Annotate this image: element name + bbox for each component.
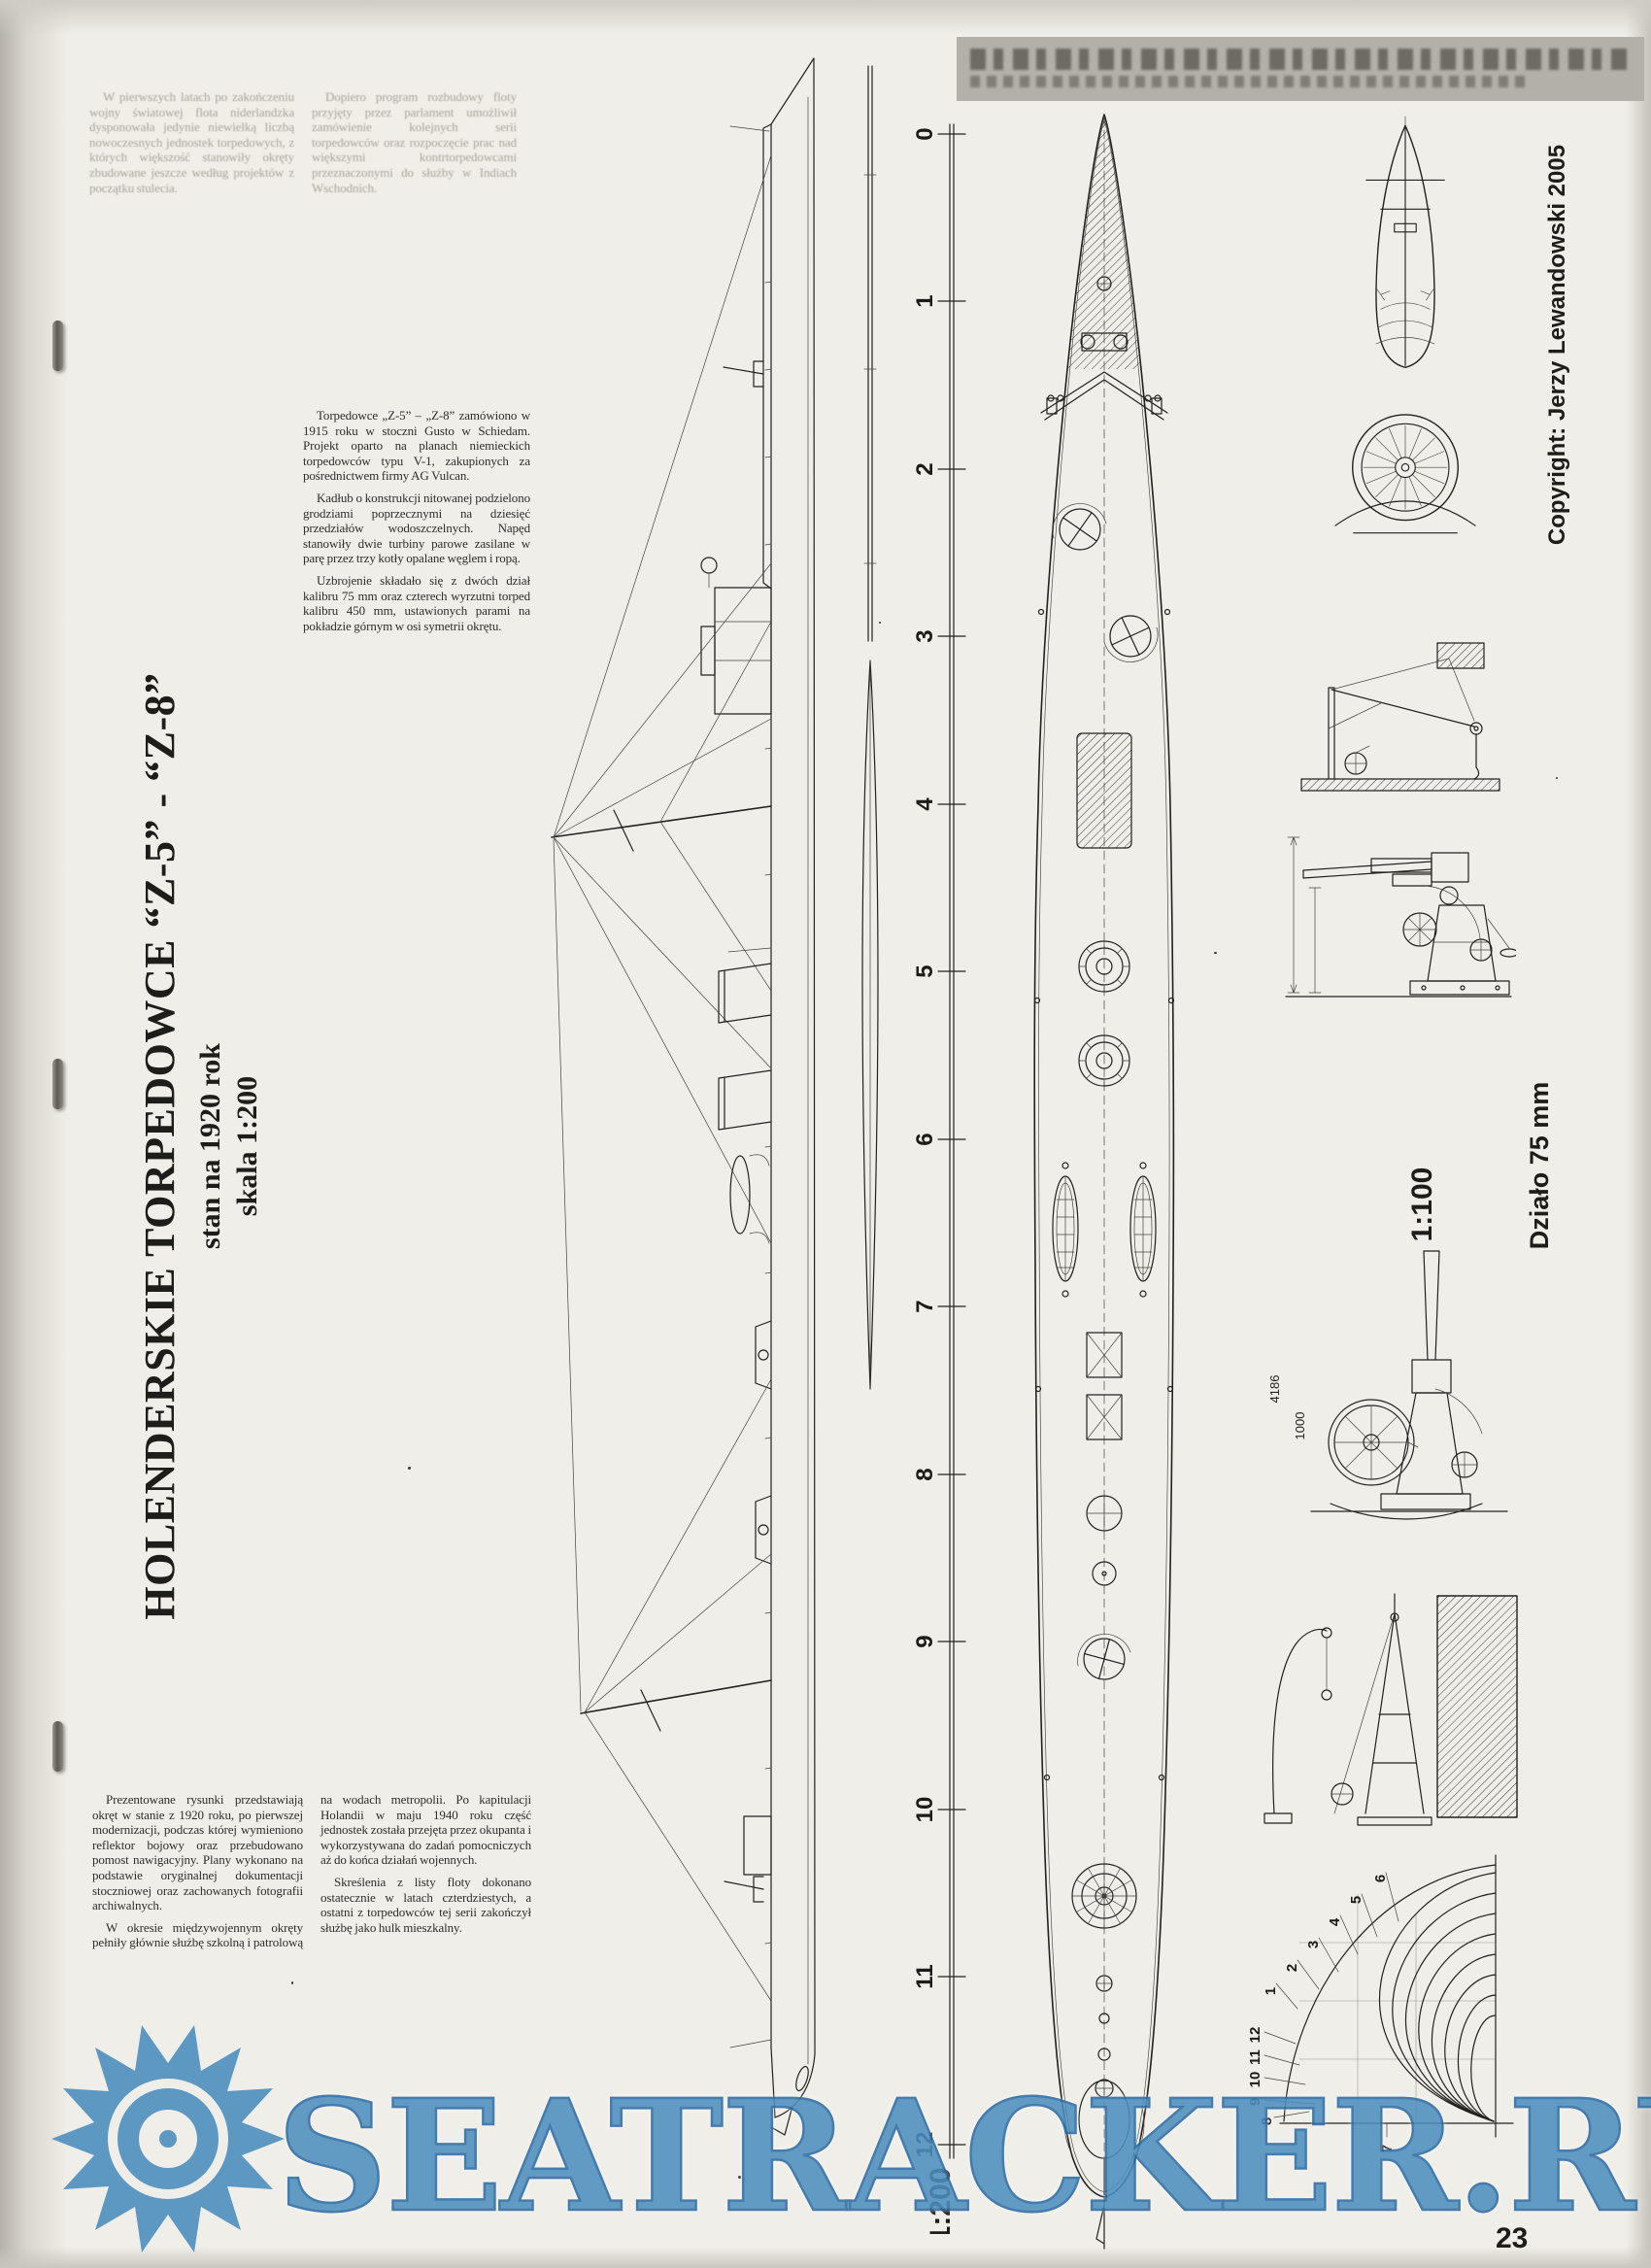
- watermark-text: SEATRACKER.RU: [276, 2067, 1651, 2247]
- station-number: 3: [912, 629, 938, 642]
- plan-scale-label: 1:200: [925, 2168, 957, 2234]
- gun-scale-label: 1:100: [1406, 1167, 1438, 1242]
- dimension-label: 1000: [1292, 1411, 1307, 1440]
- article-column-bottom: Prezentowane rysunki przedstawiają okręt…: [92, 1792, 531, 1950]
- bow-front-view-drawing: [1334, 116, 1476, 534]
- station-number: 1: [912, 294, 938, 307]
- crane-detail-drawing: [1300, 642, 1500, 792]
- section-number: 1: [1263, 1987, 1279, 1995]
- plate-title: HOLENDERSKIE TORPEDOWCE “Z-5” - “Z-8”: [135, 672, 184, 1620]
- section-number: 10: [1247, 2072, 1264, 2088]
- station-number: 2: [912, 462, 938, 475]
- gun-caption: Działo 75 mm: [1524, 1081, 1554, 1250]
- side-elevation-drawing: [551, 57, 816, 2136]
- station-number: 9: [912, 1635, 938, 1647]
- station-number: 6: [912, 1133, 938, 1145]
- section-number: 6: [1372, 1875, 1389, 1882]
- page-edge-shadow: [1626, 0, 1651, 2268]
- station-number: 10: [912, 1797, 938, 1823]
- section-number: 12: [1247, 2027, 1264, 2044]
- section-number: 8: [1259, 2117, 1275, 2125]
- dimension-label: 4186: [1266, 1374, 1282, 1404]
- gun-mount-drawing: [1310, 1250, 1508, 1520]
- staple: [52, 1059, 63, 1109]
- header-band: [957, 37, 1644, 101]
- staple: [52, 321, 63, 371]
- station-number: 0: [912, 127, 938, 140]
- section-number: 4: [1327, 1917, 1343, 1926]
- section-number: 7: [1379, 2145, 1396, 2152]
- article-column-left: Torpedowce „Z-5” – „Z-8” zamówiono w 191…: [303, 408, 530, 633]
- copyright-note: Copyright: Jerzy Lewandowski 2005: [1544, 144, 1570, 546]
- body-plan-drawing: 1 2 3 4 5 6 7 8 9 10 11 12: [1247, 1854, 1514, 2152]
- station-number: 8: [912, 1468, 938, 1480]
- section-number: 3: [1305, 1941, 1322, 1948]
- article-column-faded: W pierwszych latach po zakończeniu wojny…: [89, 89, 517, 195]
- station-number: 5: [912, 965, 938, 977]
- smudged-text: [970, 76, 1528, 87]
- station-number: 7: [912, 1300, 938, 1312]
- section-number: 9: [1247, 2098, 1264, 2106]
- section-number: 11: [1247, 2049, 1264, 2065]
- station-number: 11: [912, 1964, 938, 1988]
- station-number: 12: [912, 2132, 938, 2158]
- section-number: 5: [1348, 1896, 1365, 1904]
- gun-side-view-drawing: [1285, 836, 1516, 998]
- page-bottom-shadow: [0, 2247, 1651, 2268]
- plate-subtitle-scale: skala 1:200: [230, 1075, 263, 1217]
- binding-edge-shadow: [0, 0, 68, 2268]
- smudged-text: [970, 49, 1631, 70]
- plate-subtitle-year: stan na 1920 rok: [193, 1043, 226, 1249]
- staple: [52, 1721, 63, 1772]
- deck-plan-drawing: [1033, 114, 1175, 2250]
- spar-detail-drawing: [861, 65, 879, 1390]
- page-top-shadow: [0, 0, 1651, 35]
- plate-title-block: HOLENDERSKIE TORPEDOWCE “Z-5” - “Z-8” st…: [107, 670, 291, 1622]
- seatracker-sun-logo: [51, 2025, 285, 2252]
- section-number: 2: [1284, 1964, 1300, 1972]
- station-ruler: 0 1 2 3 4 5 6 7 8 9 10 11 12 1:200: [912, 123, 966, 2234]
- page-number: 23: [1496, 2222, 1529, 2254]
- station-number: 4: [912, 797, 938, 811]
- davit-tripod-drawing: [1264, 1593, 1518, 1826]
